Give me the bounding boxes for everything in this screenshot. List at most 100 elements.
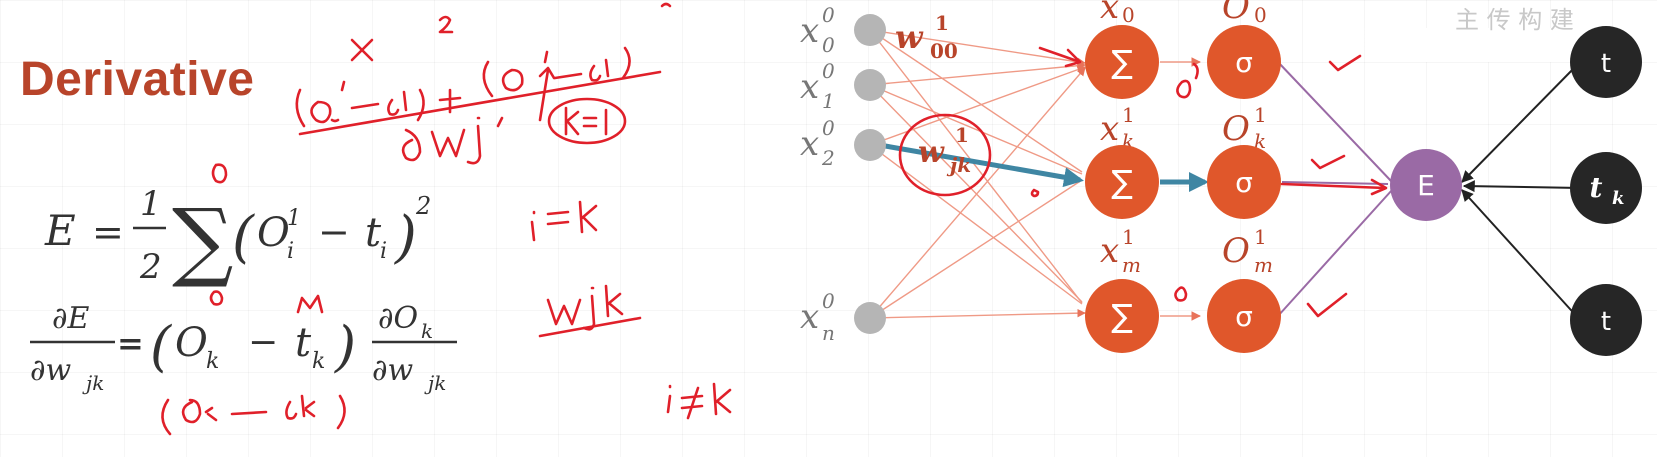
sum-symbol: ∑: [172, 191, 233, 291]
hand-k-equals-1: [564, 106, 608, 136]
close-paren: ): [394, 205, 417, 270]
target-layer: t t k t: [1570, 26, 1642, 356]
t-i-sub: i: [380, 239, 387, 264]
output-sup-m: 1: [1254, 225, 1267, 249]
hand-o-sigma0: [1176, 62, 1199, 99]
hand-j: [466, 116, 482, 165]
half-denominator: 2: [139, 247, 162, 287]
hand-i-equals-K: [530, 200, 598, 242]
hand-partial: [401, 128, 422, 162]
O-k: O: [175, 320, 208, 366]
highlighted-weight-wjk: [867, 140, 1084, 188]
hand-minus-3: [230, 410, 268, 416]
hand-Ok: [181, 398, 202, 424]
output-sup-k: 1: [1254, 103, 1267, 127]
O-k-sub: k: [206, 349, 219, 374]
input-node-1: [854, 69, 886, 101]
hand-paren-1: [295, 88, 306, 128]
hand-O0: [310, 100, 332, 124]
activation-layer: σ σ σ: [1207, 25, 1281, 353]
gradient-equation: ∂E ∂w jk = ( O k − t k ) ∂O k ∂w jk: [30, 301, 457, 395]
target-node-0: [1570, 26, 1642, 98]
hand-close-paren-3: [336, 394, 346, 430]
hand-check-m: [1306, 292, 1348, 318]
hand-t0: [387, 90, 408, 116]
hand-k1-circle: [547, 97, 627, 145]
target-node-k: [1570, 152, 1642, 224]
target-node-0-label: t: [1601, 49, 1611, 79]
grad-equals: =: [117, 324, 144, 362]
sum-neuron-0: [1085, 25, 1159, 99]
sigma-neuron-k: [1207, 145, 1281, 219]
hand-wjk-circle: [898, 113, 992, 197]
hand-o-sigmam: [1174, 286, 1188, 302]
hidden-sup-m: 1: [1122, 225, 1135, 249]
sum-to-sigma-connections: [1160, 57, 1209, 321]
O-i: O: [257, 210, 290, 256]
hand-arrow-to-E: [1280, 178, 1388, 196]
target-node-k-label: t: [1590, 171, 1603, 204]
slide-title: Derivative: [20, 53, 255, 106]
weight-wjk-sub: jk: [946, 153, 971, 177]
hand-W2: [546, 298, 582, 326]
eq-equals: =: [92, 210, 124, 254]
hand-x-mark: [350, 38, 374, 62]
dO-numerator: ∂O: [378, 301, 418, 336]
input-sup-2: 0: [822, 116, 835, 140]
hand-O0-sup: [340, 80, 346, 92]
sigma-neuron-m: [1207, 279, 1281, 353]
hand-j2: [582, 286, 596, 331]
input-sub-1: 1: [822, 89, 835, 113]
input-sub-n: n: [822, 321, 835, 345]
target-to-error-connections: [1461, 61, 1581, 321]
error-node-label: E: [1417, 169, 1435, 202]
sigma-neuron-0-symbol: σ: [1235, 46, 1253, 79]
input-sup-n: 0: [822, 289, 835, 313]
t-i: t: [365, 210, 382, 256]
hand-o-sumk: [1030, 188, 1040, 198]
dw2-denominator: ∂w: [372, 353, 414, 388]
dO-numerator-sub: k: [421, 319, 433, 343]
summation-layer: ∑ ∑ ∑: [1085, 25, 1159, 353]
error-node-group: E: [1390, 149, 1462, 221]
weight-wjk-sup: 1: [955, 123, 969, 147]
input-sup-1: 0: [822, 59, 835, 83]
handwritten-annotations: [161, 2, 1388, 436]
dw2-denominator-sub: jk: [424, 371, 446, 395]
hand-W: [430, 128, 466, 158]
input-layer: x 0 0 x 0 1 x 0 2 x 0 n: [800, 3, 886, 345]
hand-O0-sub: [330, 118, 340, 123]
hand-sum-upper-0: [211, 163, 228, 184]
O-i-sup: 1: [287, 206, 301, 231]
open-paren: (: [232, 205, 255, 270]
dw-denominator: ∂w: [30, 353, 72, 388]
sum-neuron-m: [1085, 279, 1159, 353]
hand-arrow-up: [538, 66, 556, 122]
hand-fraction-bar: [298, 70, 662, 136]
dw-denominator-sub: jk: [82, 371, 104, 395]
hand-i-not-equal-k: [666, 382, 732, 420]
grad-minus: −: [248, 322, 278, 363]
output-label-m: O: [1222, 231, 1250, 271]
minus-1: −: [318, 210, 350, 254]
input-sub-2: 2: [821, 146, 835, 170]
hand-minus-1: [350, 102, 380, 110]
output-sub-k: k: [1254, 129, 1266, 153]
weight-labels: w 1 00 w 1 jk: [895, 11, 971, 177]
hand-check-0: [1328, 54, 1362, 72]
hidden-sub-m: m: [1122, 253, 1141, 277]
output-sub-m: m: [1254, 253, 1273, 277]
power-two: 2: [415, 192, 431, 220]
hand-M: [296, 294, 324, 314]
weight-w00-sup: 1: [935, 11, 949, 35]
error-equation: E = 1 2 ∑ ( O 1 i − t i ) 2: [44, 184, 431, 291]
sigma-neuron-0: [1207, 25, 1281, 99]
target-node-k-sub: k: [1612, 188, 1624, 209]
hand-t1: [589, 58, 610, 82]
hand-underline-wjk: [538, 316, 642, 338]
weight-wjk: w: [918, 135, 945, 170]
sum-neuron-k: [1085, 145, 1159, 219]
hand-tick: [496, 116, 504, 128]
hand-close-paren-2: [621, 46, 631, 80]
